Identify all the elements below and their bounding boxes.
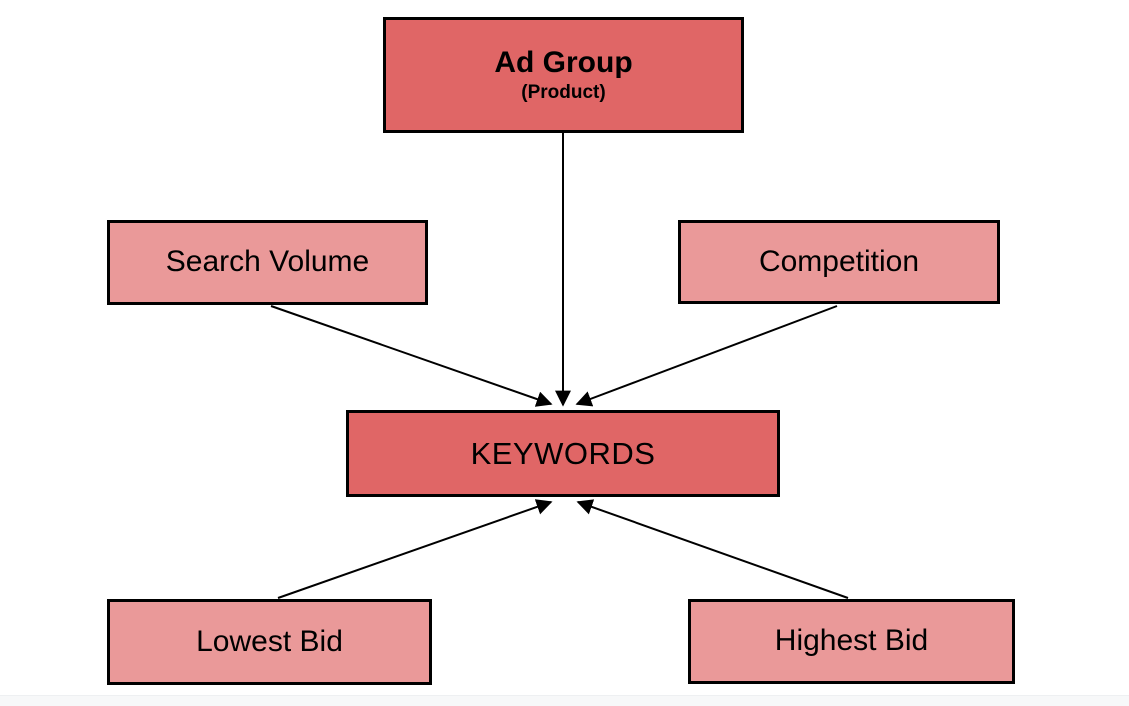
node-competition: Competition <box>678 220 1000 304</box>
node-competition-label: Competition <box>758 244 920 278</box>
node-ad-group-label: Ad Group <box>494 45 633 79</box>
node-ad-group-sublabel: (Product) <box>521 82 606 104</box>
node-highest-bid: Highest Bid <box>688 599 1015 684</box>
edge-highest-bid-to-keywords <box>576 499 849 599</box>
node-highest-bid-label: Highest Bid <box>774 624 929 658</box>
edge-competition-to-keywords <box>575 305 838 407</box>
node-search-volume: Search Volume <box>107 220 428 305</box>
node-keywords-label: KEYWORDS <box>470 435 656 471</box>
node-ad-group: Ad Group (Product) <box>383 17 744 133</box>
edge-lowest-bid-to-keywords <box>277 499 553 599</box>
edge-search-volume-to-keywords <box>270 305 553 407</box>
node-search-volume-label: Search Volume <box>165 245 370 279</box>
node-keywords: KEYWORDS <box>346 410 780 497</box>
node-lowest-bid: Lowest Bid <box>107 599 432 685</box>
bottom-page-strip <box>0 695 1129 706</box>
node-lowest-bid-label: Lowest Bid <box>196 624 343 658</box>
